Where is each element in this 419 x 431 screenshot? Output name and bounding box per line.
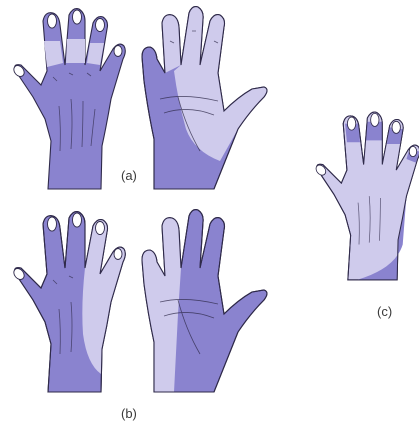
- caption-c: (c): [377, 304, 392, 320]
- hand-c-dorsal: [314, 112, 419, 280]
- hand-a-dorsal: [12, 9, 126, 189]
- hand-a-palmar: [142, 7, 267, 189]
- caption-b: (b): [121, 406, 137, 422]
- hand-b-palmar: [142, 210, 267, 392]
- caption-a: (a): [121, 168, 137, 184]
- hand-b-dorsal: [12, 212, 126, 392]
